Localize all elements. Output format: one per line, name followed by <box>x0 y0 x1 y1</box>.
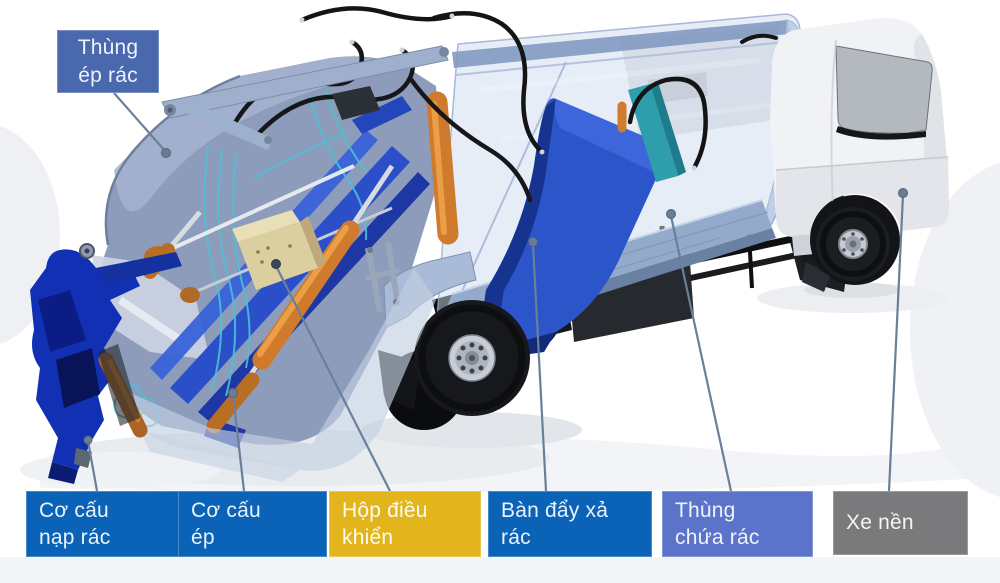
cab-fender-panel <box>776 156 949 237</box>
label-line: nạp rác <box>39 526 111 549</box>
label-line: chứa rác <box>675 526 760 549</box>
top-hydraulic-hoses <box>299 6 778 171</box>
label-line: rác <box>501 526 531 549</box>
loader-mechanism <box>30 243 182 484</box>
label-line: Thùng <box>675 498 736 522</box>
container-top-rail <box>452 20 789 68</box>
label-ban-day-xa-rac: Bàn đẩy xả rác <box>488 491 652 557</box>
label-line: Cơ cấu <box>191 498 261 522</box>
push-plate-face <box>482 98 664 345</box>
leader-xe-nen <box>887 194 905 492</box>
discharge-plate <box>482 82 686 356</box>
leader-co-cau-nap-rac <box>86 440 99 492</box>
label-line: Cơ cấu <box>39 498 109 522</box>
leader-dot-co-cau-ep <box>228 388 238 398</box>
label-line: Hộp điều <box>342 498 428 522</box>
leader-ban-day-xa-rac <box>531 243 548 492</box>
tailgate-skirt <box>120 268 436 471</box>
label-line: ép rác <box>78 63 138 87</box>
leader-co-cau-ep <box>231 394 246 492</box>
label-thung-ep-rac: Thùng ép rác <box>57 30 159 93</box>
cab-window <box>835 45 933 134</box>
leader-dot-hop-dieu-khien <box>271 259 281 269</box>
compactor-body <box>92 39 533 482</box>
leader-dot-thung-ep-rac <box>161 148 171 158</box>
teal-cylinder <box>628 84 678 182</box>
label-line: Thùng <box>77 36 139 60</box>
label-line: ép <box>191 526 215 549</box>
label-line: khiển <box>342 526 394 549</box>
label-co-cau-nap-rac: Cơ cấu nạp rác <box>26 491 180 557</box>
leader-thung-chua-rac <box>669 215 733 492</box>
control-box <box>232 210 326 290</box>
decor-arc-right <box>910 162 1000 498</box>
cab <box>770 18 949 292</box>
label-co-cau-ep: Cơ cấu ép <box>178 491 327 557</box>
leader-lines <box>83 92 908 492</box>
label-line: Bàn đẩy xả <box>501 498 609 522</box>
label-line: Xe nền <box>846 511 914 535</box>
leader-dot-thung-chua-rac <box>666 209 676 219</box>
leader-dot-ban-day-xa-rac <box>528 237 538 247</box>
bottom-strip <box>0 557 1000 583</box>
leader-thung-ep-rac <box>113 92 167 153</box>
label-thung-chua-rac: Thùng chứa rác <box>662 491 813 557</box>
junction-box <box>332 86 380 120</box>
label-xe-nen: Xe nền <box>833 491 968 555</box>
leader-hop-dieu-khien <box>275 265 391 492</box>
leader-dot-xe-nen <box>898 188 908 198</box>
label-hop-dieu-khien: Hộp điều khiển <box>329 491 481 557</box>
leader-dot-co-cau-nap-rac <box>83 435 93 445</box>
